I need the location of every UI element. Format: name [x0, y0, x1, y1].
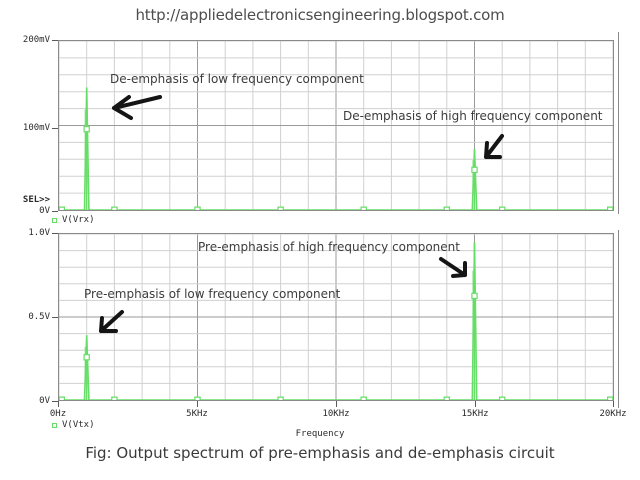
ylabel-top-200mv: 200mV — [22, 35, 50, 45]
legend-label-vrx: V(Vrx) — [62, 215, 95, 225]
xtick-10khz — [336, 401, 337, 407]
legend-vtx[interactable]: V(Vtx) — [52, 420, 95, 430]
legend-swatch-icon — [52, 217, 57, 223]
xtick-0hz — [58, 401, 59, 407]
legend-swatch-icon — [52, 422, 57, 428]
ylabel-bot-0v: 0V — [39, 396, 50, 406]
arrow-left-icon-top-low — [112, 95, 162, 120]
figure-caption: Fig: Output spectrum of pre-emphasis and… — [85, 444, 555, 462]
ylabel-top-0v: 0V — [39, 206, 50, 216]
ytick-bot-05v — [52, 317, 58, 318]
arrow-downleft-icon-bot-low — [99, 310, 124, 333]
plot-panel-de-emphasis — [58, 40, 614, 211]
trace-vtx — [59, 234, 613, 400]
xlabel-0hz: 0Hz — [49, 409, 67, 419]
ytick-bot-0v — [52, 401, 58, 402]
ylabel-bot-1v: 1.0V — [28, 228, 50, 238]
arrow-downleft-icon-top-high — [484, 134, 504, 159]
trace-vrx — [59, 41, 613, 210]
ytick-top-200mv — [52, 40, 58, 41]
cursor-rule-bottom — [618, 230, 619, 408]
annotation-pre-emphasis-low: Pre-emphasis of low frequency component — [84, 287, 341, 301]
legend-vrx[interactable]: V(Vrx) — [52, 215, 95, 225]
annotation-de-emphasis-high: De-emphasis of high frequency component — [343, 109, 603, 123]
page-url-title: http://appliedelectronicsengineering.blo… — [135, 6, 505, 24]
ytick-bot-1v — [52, 233, 58, 234]
ylabel-bot-05v: 0.5V — [28, 312, 50, 322]
xlabel-15khz: 15KHz — [461, 409, 489, 419]
xtick-5khz — [197, 401, 198, 407]
annotation-pre-emphasis-high: Pre-emphasis of high frequency component — [198, 240, 460, 254]
legend-label-vtx: V(Vtx) — [62, 420, 95, 430]
xtick-20khz — [613, 401, 614, 407]
ytick-top-0v — [52, 211, 58, 212]
arrow-downright-icon-bot-high — [439, 257, 467, 278]
cursor-rule-top — [618, 32, 619, 214]
ylabel-top-100mv: 100mV — [22, 123, 50, 133]
xtick-15khz — [475, 401, 476, 407]
xlabel-20khz: 20KHz — [599, 409, 627, 419]
sel-marker: SEL>> — [22, 195, 50, 205]
plot-grid-top — [59, 41, 613, 210]
annotation-de-emphasis-low: De-emphasis of low frequency component — [110, 72, 364, 86]
ytick-top-100mv — [52, 128, 58, 129]
xlabel-5khz: 5KHz — [186, 409, 208, 419]
xlabel-10khz: 10KHz — [322, 409, 350, 419]
xaxis-title: Frequency — [295, 429, 345, 439]
plot-panel-pre-emphasis — [58, 233, 614, 401]
